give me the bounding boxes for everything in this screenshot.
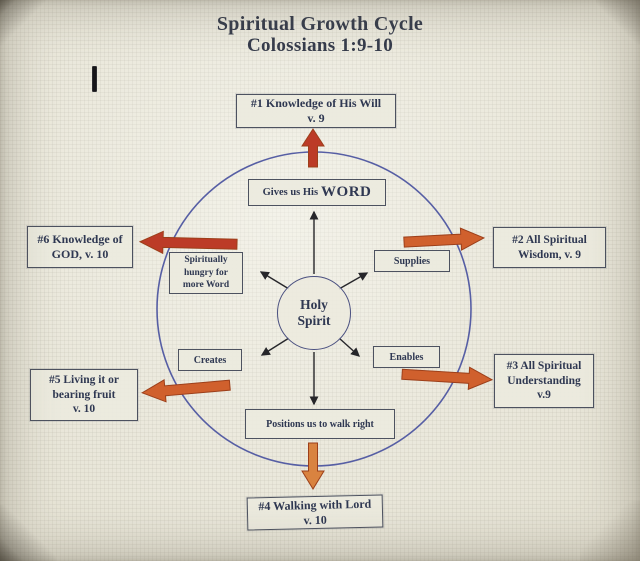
arrow-to-living-it [141, 379, 231, 403]
box-positions-us: Positions us to walk right [245, 409, 395, 439]
arrow-spirit-to-hungry [259, 271, 290, 290]
arrow-to-knowledge-of-his-will [301, 128, 325, 168]
box-supplies: Supplies [374, 250, 450, 272]
text-cursor-mark [92, 66, 97, 92]
page-title: Spiritual Growth Cycle Colossians 1:9-10 [0, 13, 640, 57]
box-enables: Enables [373, 346, 440, 368]
box-creates: Creates [178, 349, 242, 371]
box-all-spiritual-understanding: #3 All Spiritual Understanding v.9 [494, 354, 594, 408]
box-knowledge-of-god: #6 Knowledge of GOD, v. 10 [27, 226, 133, 268]
box-spiritually-hungry: Spiritually hungry for more Word [169, 252, 243, 294]
box-living-it-bearing-fruit: #5 Living it or bearing fruit v. 10 [30, 369, 138, 421]
title-line-1: Spiritual Growth Cycle [216, 13, 424, 35]
arrow-to-all-spiritual-understanding [401, 366, 494, 391]
arrow-spirit-to-enables [338, 337, 361, 357]
arrow-spirit-to-creates [260, 337, 290, 356]
holy-spirit-circle: Holy Spirit [277, 276, 351, 350]
gives-us-his-label: Gives us His [262, 186, 319, 198]
box-walking-with-lord: #4 Walking with Lord v. 10 [246, 494, 384, 531]
box-gives-us-his-word: Gives us His WORD [248, 179, 386, 206]
arrow-to-knowledge-of-god [138, 230, 238, 255]
arrow-to-all-spiritual-wisdom [403, 227, 486, 251]
box-knowledge-of-his-will: #1 Knowledge of His Will v. 9 [236, 94, 396, 128]
word-emphasis-label: WORD [321, 183, 372, 200]
title-line-2: Colossians 1:9-10 [246, 35, 394, 57]
box-all-spiritual-wisdom: #2 All Spiritual Wisdom, v. 9 [493, 227, 606, 268]
arrow-to-walking-with-lord [301, 442, 325, 490]
arrow-spirit-to-supplies [338, 272, 369, 290]
